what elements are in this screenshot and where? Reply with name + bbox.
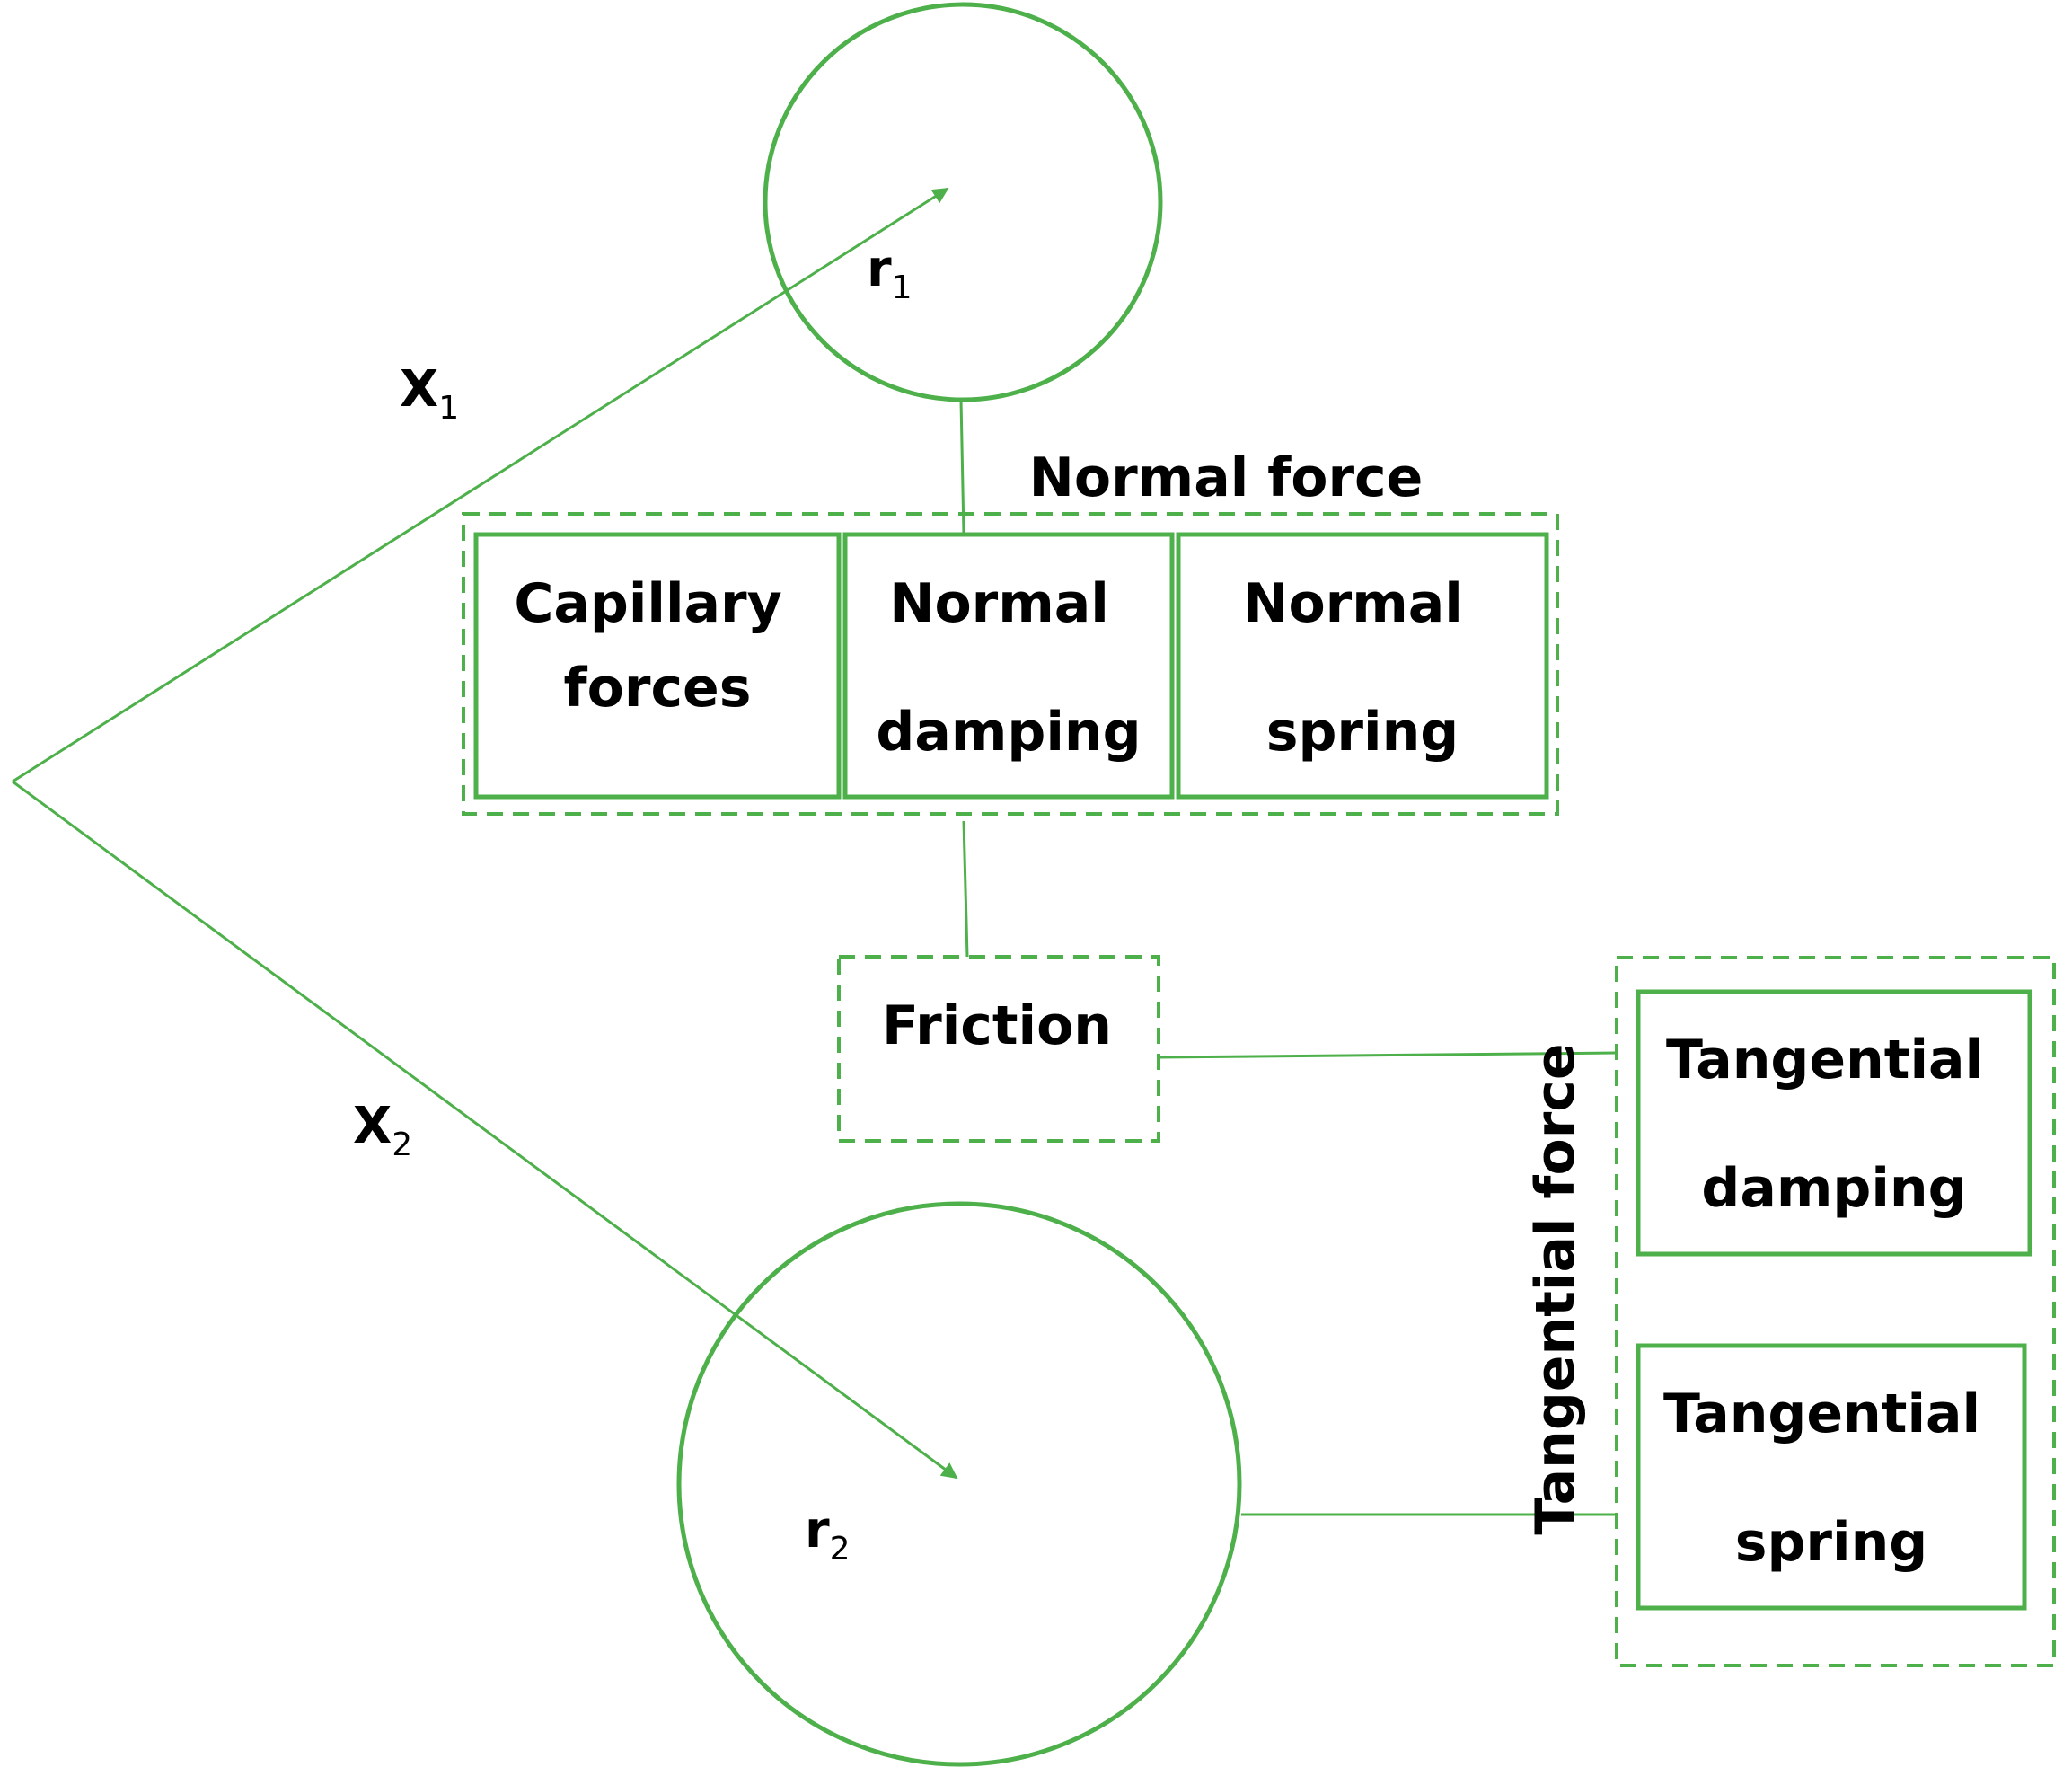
connector-particle1-normal — [959, 399, 965, 535]
normal-damping-box — [842, 532, 1175, 800]
tangential-force-group — [1615, 956, 2056, 1667]
position-vector-x2-arrow — [12, 780, 958, 1480]
label-x1: X1 — [400, 360, 459, 427]
tangential-spring-label: Tangential spring — [1663, 1383, 1999, 1574]
normal-damping-label: Normal damping — [876, 572, 1141, 764]
normal-force-label: Normal force — [1029, 446, 1424, 509]
tangential-damping-box — [1636, 989, 2032, 1257]
particle-1-circle — [763, 2, 1163, 402]
connector-normal-friction — [962, 820, 969, 958]
label-r2: r2 — [805, 1501, 851, 1568]
tangential-damping-label: Tangential damping — [1666, 1029, 2002, 1220]
tangential-force-label: Tangential force — [1524, 1043, 1587, 1534]
capillary-forces-label: Capillary forces — [514, 572, 800, 720]
normal-spring-box — [1176, 532, 1549, 800]
label-x2: X2 — [353, 1097, 412, 1163]
particle-2-circle — [676, 1201, 1242, 1767]
friction-label: Friction — [882, 994, 1112, 1057]
label-r1: r1 — [867, 240, 913, 306]
normal-force-group — [462, 512, 1559, 816]
tangential-spring-box — [1636, 1343, 2027, 1611]
normal-spring-label: Normal spring — [1243, 572, 1482, 764]
capillary-forces-box — [473, 532, 842, 800]
friction-box — [837, 955, 1160, 1143]
connector-friction-tangential — [1158, 1051, 1618, 1059]
position-vector-x1-arrow — [12, 187, 949, 783]
